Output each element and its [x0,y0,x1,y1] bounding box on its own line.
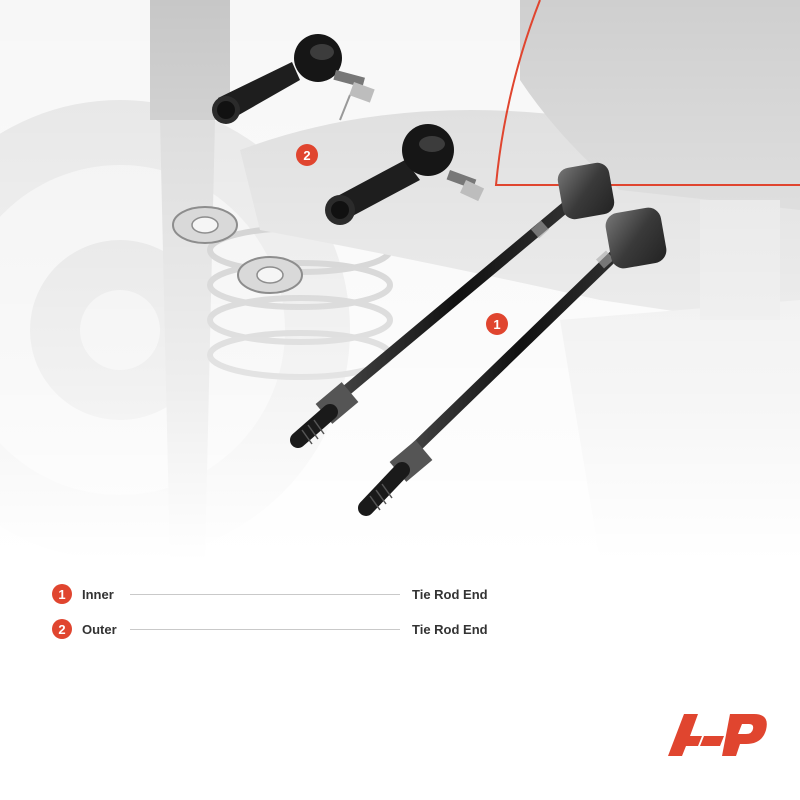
legend-part-label: Tie Rod End [412,621,488,637]
lock-washer-2 [237,256,303,294]
legend-position-label: Outer [82,621,117,637]
legend-part-label: Tie Rod End [412,586,488,602]
highlight-arc [494,0,800,186]
outer-tie-rod-end-top [212,34,375,124]
legend-row-inner: 1 Inner Tie Rod End [52,582,512,606]
suspension-scene [0,0,800,560]
legend-number-badge: 1 [52,584,72,604]
legend-position-label: Inner [82,586,114,602]
legend-divider-line [130,593,400,595]
legend-number-badge: 2 [52,619,72,639]
callout-badge-outer: 2 [296,144,318,166]
lock-washer-1 [172,206,238,244]
callout-badge-inner: 1 [486,313,508,335]
legend-divider-line [130,628,400,630]
inner-tie-rod-right [358,207,667,516]
outer-tie-rod-end-middle [325,124,485,225]
brand-logo [668,714,767,756]
legend-row-outer: 2 Outer Tie Rod End [52,617,512,641]
inner-tie-rod-left [290,162,615,448]
